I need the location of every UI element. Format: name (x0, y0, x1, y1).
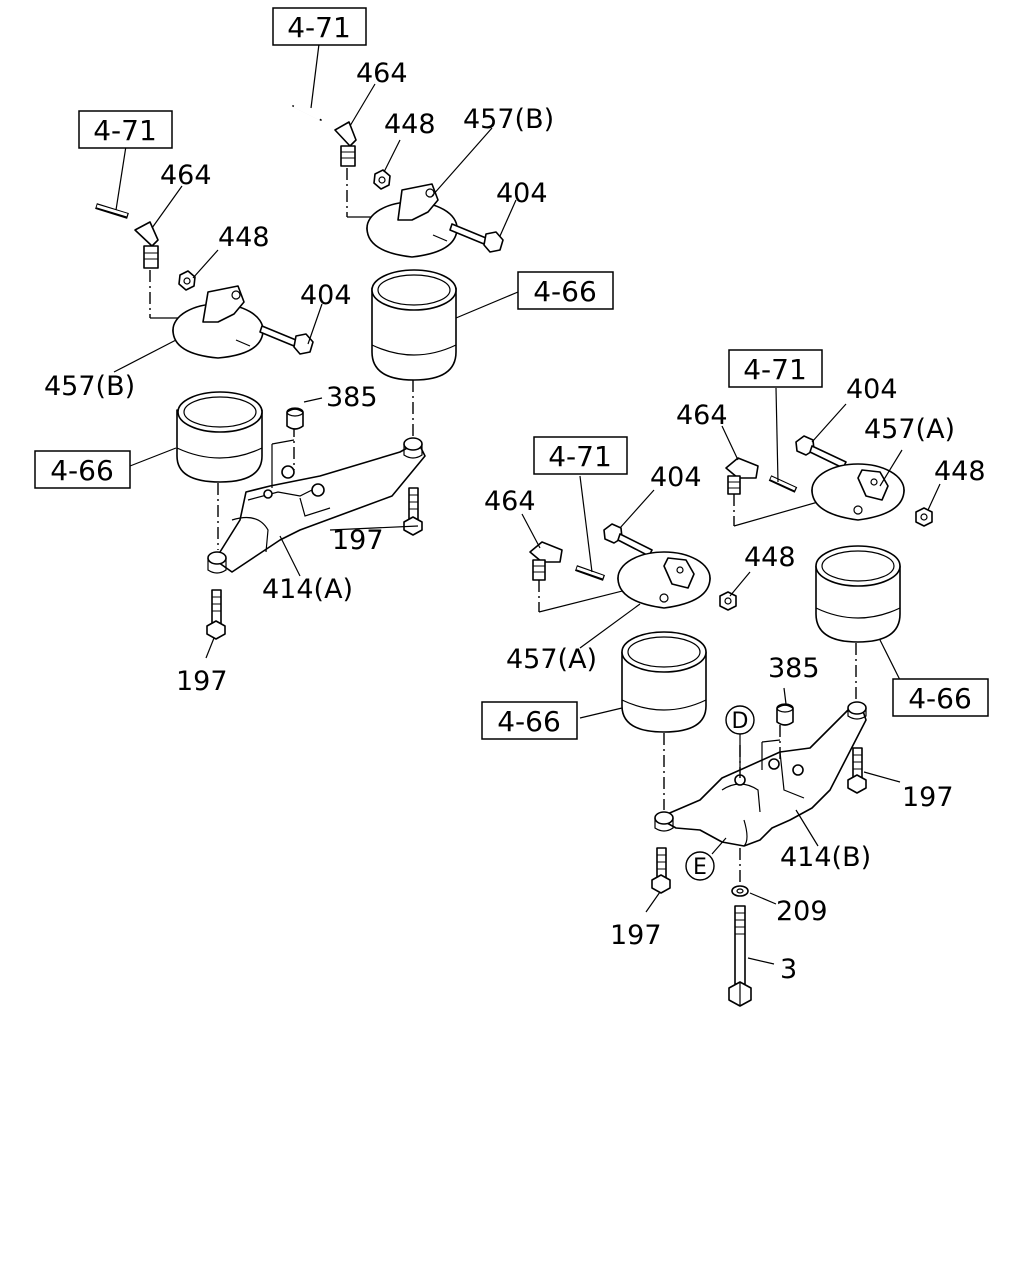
bolt (449, 223, 504, 253)
leader-lines (113, 43, 941, 965)
ref-label: 4-71 (93, 114, 157, 147)
bracket-414a (207, 425, 426, 574)
bolt (795, 435, 847, 469)
ref-label: 4-66 (50, 454, 114, 487)
ref-box-4-66-left[interactable]: 4-66 (34, 450, 131, 489)
filter-element (815, 545, 901, 643)
marker-d-label: D (732, 709, 749, 734)
ref-box-4-66-lower[interactable]: 4-66 (481, 701, 578, 740)
callout-404: 404 (846, 374, 898, 405)
marker-e: E (685, 851, 715, 881)
ref-box-4-71-right-upper[interactable]: 4-71 (728, 349, 823, 388)
callout-197: 197 (902, 782, 954, 813)
callout-404: 404 (300, 280, 352, 311)
filter-head (811, 463, 905, 521)
filter-head (366, 183, 458, 258)
callout-448: 448 (744, 542, 796, 573)
elbow-fitting (334, 121, 357, 167)
nut (719, 591, 737, 611)
callout-385: 385 (768, 653, 820, 684)
callout-457a: 457(A) (864, 414, 955, 445)
callout-197: 197 (610, 920, 662, 951)
ref-box-4-71-right-lower[interactable]: 4-71 (533, 436, 628, 475)
callout-197: 197 (176, 666, 228, 697)
callout-404: 404 (496, 178, 548, 209)
ref-box-4-71-top[interactable]: 4-71 (272, 7, 367, 46)
ref-label: 4-71 (287, 11, 351, 44)
callout-464: 464 (160, 160, 212, 191)
ref-label: 4-71 (743, 353, 807, 386)
callout-464: 464 (484, 486, 536, 517)
callout-385: 385 (326, 382, 378, 413)
elbow-fitting (725, 457, 759, 495)
callout-457b: 457(B) (463, 104, 554, 135)
callout-457a: 457(A) (506, 644, 597, 675)
ref-label: 4-66 (908, 682, 972, 715)
nut (178, 270, 196, 291)
callout-209: 209 (776, 896, 828, 927)
assembly-upper-b (292, 104, 504, 440)
callout-404: 404 (650, 462, 702, 493)
ref-label: 4-66 (497, 705, 561, 738)
elbow-fitting (529, 541, 563, 581)
long-bolt (728, 905, 752, 1007)
bolt (603, 523, 653, 557)
bolt-long (403, 487, 423, 536)
ref-box-4-66-top[interactable]: 4-66 (517, 271, 614, 310)
ref-label: 4-66 (533, 275, 597, 308)
pipe-stub (768, 475, 798, 493)
elbow-fitting (134, 221, 159, 269)
assembly-right-a-lower (529, 523, 737, 810)
filter-element (621, 631, 707, 733)
pipe-stub (95, 203, 129, 219)
filter-element (176, 391, 263, 483)
ref-box-4-71-left[interactable]: 4-71 (78, 110, 173, 149)
marker-e-label: E (693, 855, 707, 880)
plug (776, 703, 794, 726)
bolt-long (651, 847, 671, 894)
callouts: 464 448 457(B) 404 464 448 404 457(B) 38… (44, 58, 986, 985)
callout-448: 448 (934, 456, 986, 487)
assembly-left-b (95, 203, 314, 550)
filter-head (617, 551, 711, 609)
callout-464: 464 (676, 400, 728, 431)
filter-head (172, 285, 264, 359)
callout-414a: 414(A) (262, 574, 353, 605)
ref-box-4-66-right[interactable]: 4-66 (892, 678, 989, 717)
bolt (259, 325, 314, 355)
pipe-stub (292, 104, 322, 121)
plug (286, 407, 304, 430)
nut (915, 507, 933, 527)
filter-element (371, 269, 457, 381)
callout-3: 3 (780, 954, 797, 985)
bolt-long (847, 747, 867, 794)
ref-label: 4-71 (548, 440, 612, 473)
callout-457b: 457(B) (44, 371, 135, 402)
washer (731, 885, 749, 897)
assembly-right-a-upper (725, 435, 933, 704)
nut (373, 169, 391, 190)
marker-d: D (725, 705, 755, 735)
callout-448: 448 (384, 109, 436, 140)
callout-197: 197 (332, 525, 384, 556)
callout-414b: 414(B) (780, 842, 871, 873)
pipe-stub (574, 565, 606, 581)
bolt-long (206, 589, 226, 640)
callout-448: 448 (218, 222, 270, 253)
callout-464: 464 (356, 58, 408, 89)
